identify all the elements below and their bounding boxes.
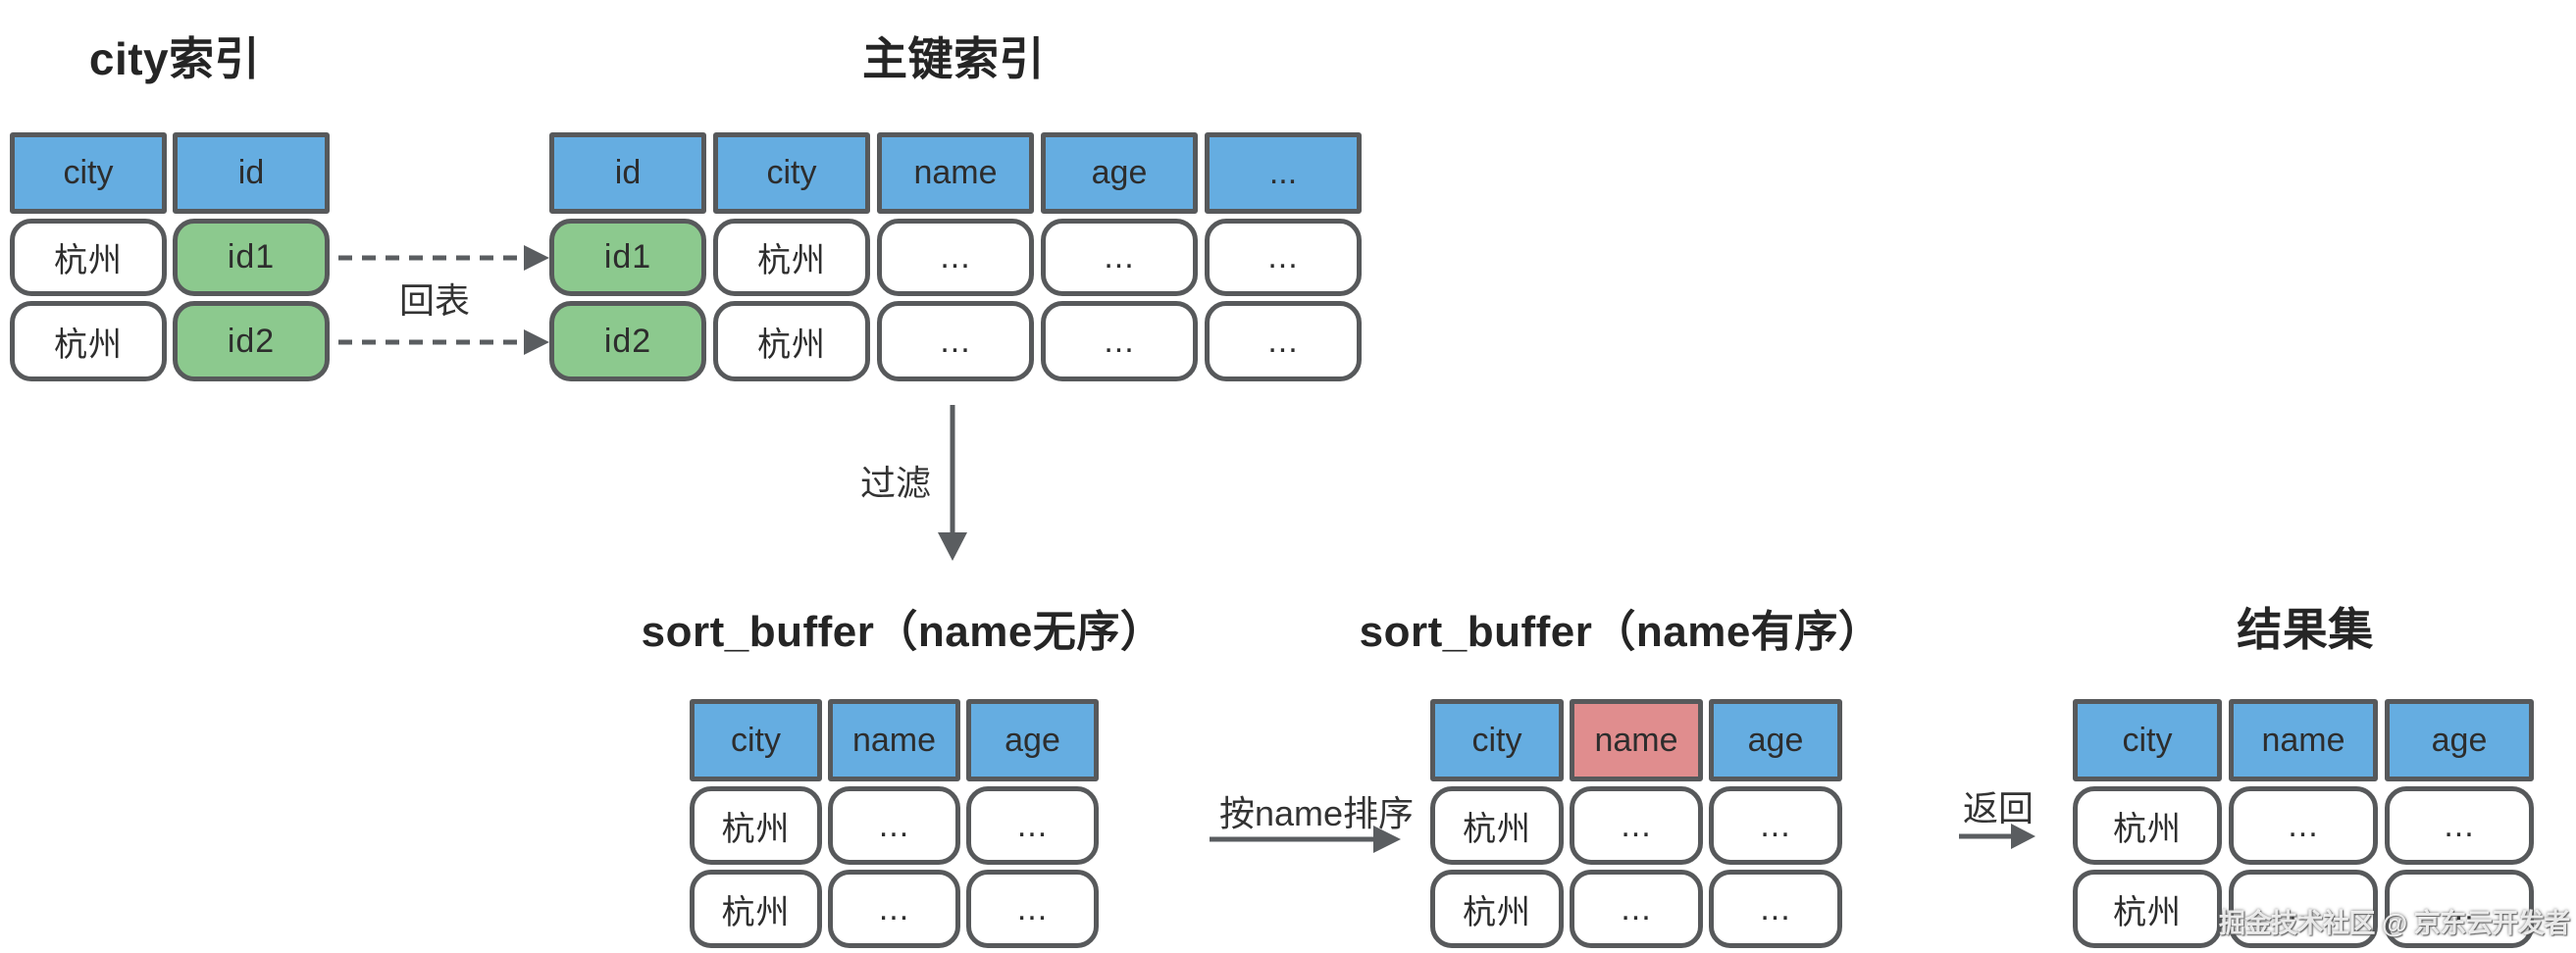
table-cell-id1: id1	[173, 219, 330, 296]
table-cell: ...	[1570, 786, 1703, 865]
column-header: name	[2229, 699, 2378, 781]
table-cell: ...	[1709, 786, 1842, 865]
column-header: city	[690, 699, 822, 781]
column-header: city	[1430, 699, 1564, 781]
return-label: 返回	[1962, 788, 2035, 828]
table-cell: 杭州	[2073, 786, 2222, 865]
table-cell: ...	[1041, 301, 1198, 381]
table-cell: ...	[1570, 870, 1703, 948]
watermark-text: 掘金技术社区 @ 京东云开发者	[2219, 909, 2570, 938]
sort-by-name-label: 按name排序	[1218, 793, 1415, 833]
table-cell: 杭州	[2073, 870, 2222, 948]
table-cell: ...	[2229, 786, 2378, 865]
table-cell: ...	[877, 219, 1034, 296]
table-cell: 杭州	[1430, 870, 1564, 948]
table-cell: ...	[828, 870, 960, 948]
table-cell: ...	[966, 870, 1099, 948]
table-cell: ...	[877, 301, 1034, 381]
column-header: city	[10, 132, 167, 214]
table-cell: ...	[1709, 870, 1842, 948]
filter-label: 过滤	[859, 463, 932, 503]
primary-index-title: 主键索引	[862, 33, 1045, 84]
table-cell: ...	[1205, 219, 1362, 296]
table-cell: 杭州	[713, 219, 870, 296]
city-index-title: city索引	[88, 33, 261, 84]
table-cell: ...	[1041, 219, 1198, 296]
column-header: city	[2073, 699, 2222, 781]
primary-index-table: id city name age ... id1 杭州 ... ... ... …	[549, 132, 1362, 381]
column-header: name	[877, 132, 1034, 214]
filter-down-arrow	[938, 405, 967, 561]
column-header-name-highlighted: name	[1570, 699, 1703, 781]
sort-buffer-unordered-title: sort_buffer（name无序）	[641, 608, 1164, 656]
table-cell: 杭州	[10, 301, 167, 381]
table-cell-id1: id1	[549, 219, 706, 296]
sort-buffer-ordered-title: sort_buffer（name有序）	[1359, 608, 1882, 656]
column-header: city	[713, 132, 870, 214]
table-cell-id2: id2	[549, 301, 706, 381]
result-set-table: city name age 杭州 ... ... 杭州 ... ...	[2073, 699, 2534, 948]
column-header: age	[1041, 132, 1198, 214]
sort-buffer-ordered-table: city name age 杭州 ... ... 杭州 ... ...	[1430, 699, 1842, 948]
table-cell: 杭州	[10, 219, 167, 296]
back-to-table-arrow-top	[338, 245, 549, 271]
back-to-table-label: 回表	[398, 280, 471, 321]
city-index-table: city id 杭州 id1 杭州 id2	[10, 132, 330, 381]
table-cell: 杭州	[1430, 786, 1564, 865]
table-cell: ...	[1205, 301, 1362, 381]
table-cell: ...	[966, 786, 1099, 865]
table-cell: ...	[828, 786, 960, 865]
back-to-table-arrow-bottom	[338, 329, 549, 355]
table-cell: 杭州	[690, 870, 822, 948]
column-header: ...	[1205, 132, 1362, 214]
column-header: id	[173, 132, 330, 214]
result-set-title: 结果集	[2237, 604, 2374, 655]
table-cell: ...	[2385, 786, 2534, 865]
column-header: name	[828, 699, 960, 781]
table-cell: 杭州	[713, 301, 870, 381]
column-header: age	[966, 699, 1099, 781]
column-header: id	[549, 132, 706, 214]
column-header: age	[2385, 699, 2534, 781]
table-cell: 杭州	[690, 786, 822, 865]
table-cell: ...	[2385, 870, 2534, 948]
sort-buffer-unordered-table: city name age 杭州 ... ... 杭州 ... ...	[690, 699, 1099, 948]
column-header: age	[1709, 699, 1842, 781]
table-cell: ...	[2229, 870, 2378, 948]
table-cell-id2: id2	[173, 301, 330, 381]
